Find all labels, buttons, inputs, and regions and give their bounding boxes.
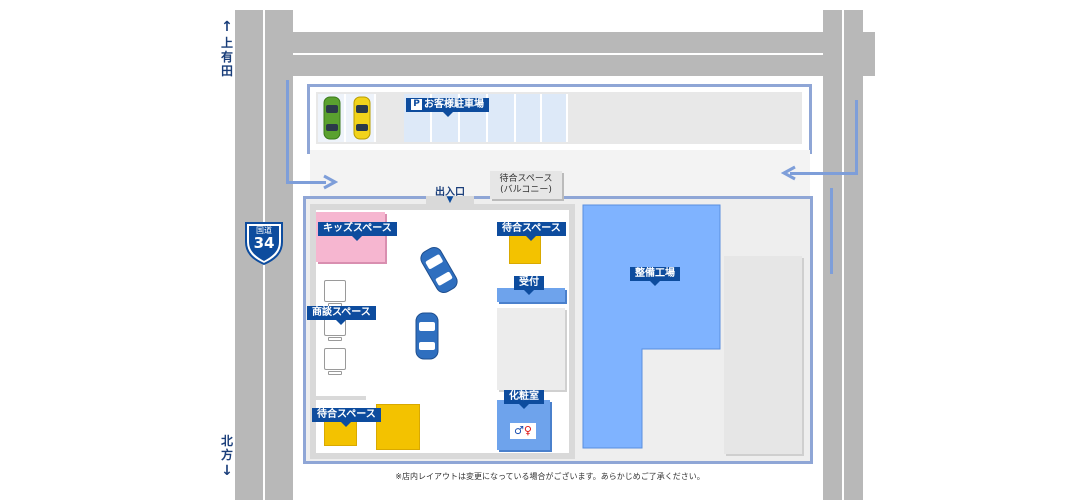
footnote: ※店内レイアウトは変更になっている場合がございます。あらかじめご了承ください。 — [395, 472, 705, 481]
direction-south: 北 方 — [219, 434, 235, 462]
parking-label-text: お客様駐車場 — [424, 99, 484, 110]
balcony-waiting-area: 待合スペース (バルコニー) — [490, 171, 562, 199]
balcony-line2: (バルコニー) — [500, 185, 552, 195]
back-office — [497, 308, 565, 390]
showroom-car-icon — [415, 312, 439, 360]
green-car-icon — [323, 96, 341, 140]
waiting-space-bottom-label: 待合スペース — [312, 408, 381, 427]
parking-stall — [488, 94, 516, 142]
kids-space-label: キッズスペース — [318, 222, 397, 241]
direction-north-char: 上 — [220, 36, 233, 50]
parking-stall — [516, 94, 542, 142]
parking-p-icon: P — [411, 98, 422, 110]
south-arrow-icon: ↓ — [221, 463, 233, 479]
waiting-space-bottom-large — [376, 404, 420, 450]
meeting-table-icon — [324, 280, 346, 302]
workshop-label: 整備工場 — [630, 267, 680, 286]
direction-north-char: 田 — [220, 64, 233, 78]
route-sign-number: 34 — [253, 234, 275, 252]
parking-stall — [542, 94, 568, 142]
reception-counter — [497, 288, 565, 302]
entrance-marker-icon: ▼ — [446, 195, 454, 205]
direction-south-char: 方 — [220, 448, 233, 462]
partition — [316, 396, 366, 400]
inner-arrow-right-vertical — [830, 188, 833, 274]
balcony-line1: 待合スペース — [499, 174, 553, 184]
restroom-icon: ♂♀ — [510, 423, 536, 439]
workshop-area — [582, 204, 721, 449]
yellow-car-icon — [353, 96, 371, 140]
route-34-sign-icon — [245, 222, 283, 266]
entrance-door — [426, 196, 474, 205]
reception-label: 受付 — [514, 276, 544, 295]
entry-arrow-right-horizontal — [790, 172, 858, 175]
entry-arrow-left-head-icon — [323, 174, 338, 190]
north-arrow-icon: ↑ — [221, 19, 233, 35]
showroom-car-icon — [420, 247, 458, 293]
entry-arrow-left-vertical — [286, 80, 289, 184]
kids-space — [316, 212, 385, 262]
direction-north: 上 有 田 — [219, 36, 235, 78]
waiting-space-top-label: 待合スペース — [497, 222, 566, 241]
entry-arrow-left-horizontal — [286, 181, 326, 184]
chair-icon — [328, 371, 342, 375]
side-building — [724, 256, 802, 454]
restroom-label: 化粧室 — [504, 390, 544, 409]
chair-icon — [328, 337, 342, 341]
direction-north-char: 有 — [220, 50, 233, 64]
entry-arrow-right-head-icon — [781, 165, 796, 181]
direction-south-char: 北 — [220, 434, 233, 448]
entry-arrow-right-vertical — [855, 100, 858, 174]
meeting-space-label: 商談スペース — [307, 306, 376, 325]
road-top-lane-2 — [293, 53, 823, 55]
road-right-lane-overlap — [842, 10, 844, 500]
meeting-table-icon — [324, 348, 346, 370]
route-sign-caption: 国道 — [256, 226, 272, 235]
entrance-label: 出入口 — [435, 187, 465, 198]
